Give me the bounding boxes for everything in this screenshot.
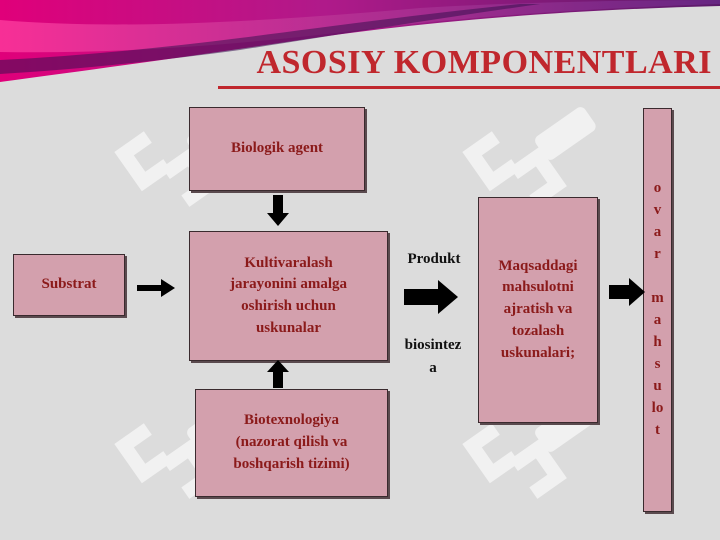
produkt-label: Produkt [407, 251, 461, 267]
substrat-box: Substrat [13, 254, 125, 316]
final-product-letter: s [654, 356, 661, 372]
header-swoosh [0, 0, 720, 82]
right-arrow-icon [404, 280, 458, 314]
page-title: ASOSIY KOMPONENTLARI [256, 44, 712, 81]
substrat-label: Substrat [41, 276, 97, 293]
right-arrow-icon [609, 278, 645, 306]
biosinteza-label: biosintez a [404, 337, 462, 376]
final-product-letter: o [653, 180, 662, 196]
final-product-letter: h [653, 334, 662, 350]
biologik-agent-box: Biologik agent [189, 107, 365, 191]
final-product-letter: a [653, 224, 662, 240]
biotexnologiya-label: Biotexnologiya (nazorat qilish va boshqa… [233, 412, 350, 472]
biologik-agent-label: Biologik agent [230, 140, 324, 157]
final-product-letter: u [653, 378, 662, 394]
final-product-letter: lo [651, 400, 664, 416]
down-arrow-icon [267, 195, 289, 226]
final-product-letter: t [655, 422, 660, 438]
kultivaralash-box: Kultivaralash jarayonini amalga oshirish… [189, 231, 388, 361]
final-product-letter: r [654, 246, 661, 262]
up-arrow-icon [267, 360, 289, 388]
final-product-letter: v [653, 202, 662, 218]
maqsaddagi-label: Maqsaddagi mahsulotni ajratish va tozala… [498, 257, 578, 361]
maqsaddagi-box: Maqsaddagi mahsulotni ajratish va tozala… [478, 197, 598, 423]
title-underline [218, 86, 720, 89]
kultivaralash-label: Kultivaralash jarayonini amalga oshirish… [229, 254, 348, 336]
soft-logo-watermark-icon [462, 107, 596, 207]
biotexnologiya-box: Biotexnologiya (nazorat qilish va boshqa… [195, 389, 388, 497]
right-arrow-icon [137, 279, 175, 297]
final-product-letter: m [651, 290, 664, 306]
final-product-letter: a [653, 312, 662, 328]
